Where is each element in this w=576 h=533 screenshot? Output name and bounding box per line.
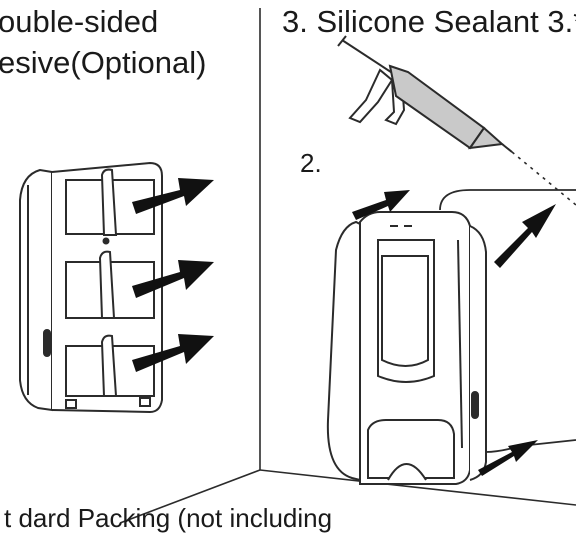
black-arrow-icon bbox=[132, 178, 556, 476]
adhesive-label-line-1: ouble-sided bbox=[0, 4, 159, 39]
dispenser-front-view bbox=[326, 211, 487, 485]
adhesive-label-line-2: esive(Optional) bbox=[0, 45, 207, 80]
packing-note: t dard Packing (not including bbox=[4, 503, 333, 533]
wall-corner-lines bbox=[119, 8, 576, 523]
silicone-sealant-heading: 3. Silicone Sealant 3.* bbox=[282, 6, 576, 37]
silicone-sealant-heading-text: 3. Silicone Sealant 3. bbox=[282, 4, 574, 39]
step-two-label: 2. bbox=[300, 148, 322, 178]
sealant-dotted-line bbox=[511, 151, 576, 206]
dispenser-back-view bbox=[19, 161, 163, 414]
caulking-gun-icon bbox=[337, 35, 513, 153]
heading-asterisk: * bbox=[573, 4, 576, 39]
